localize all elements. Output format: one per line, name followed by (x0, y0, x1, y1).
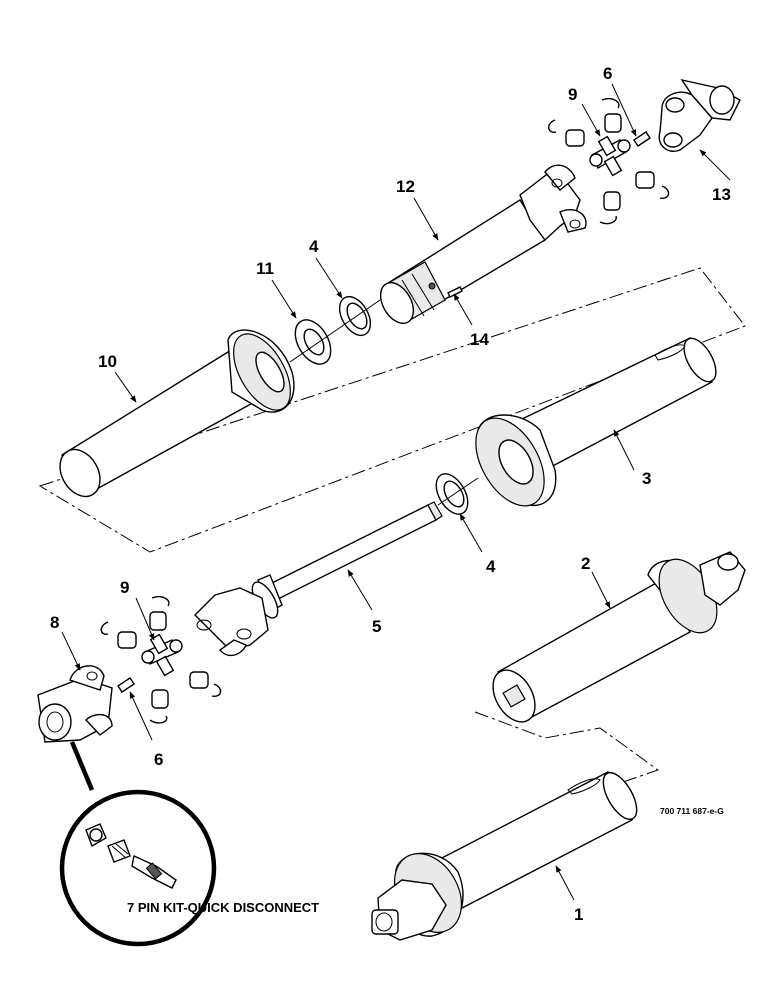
part-9-cross-upper (589, 135, 631, 177)
part-5-inner-shaft-yoke (194, 501, 443, 657)
callout-9-upper: 9 (568, 85, 577, 104)
callout-4-upper: 4 (309, 237, 319, 256)
callout-6-upper: 6 (603, 64, 612, 83)
callout-1: 1 (574, 905, 583, 924)
part-12-inner-shaft-yoke (379, 164, 587, 324)
callout-3: 3 (642, 469, 651, 488)
part-8-yoke (37, 665, 113, 743)
assembly-plane-upper (38, 267, 746, 553)
bearing-caps-upper (565, 113, 655, 211)
part-13-yoke (658, 78, 741, 152)
figure-number: 700 711 687-e-G (660, 806, 724, 816)
part-10-outer-guard-tube (59, 329, 295, 498)
part-9-cross-lower (141, 633, 183, 677)
axis-line-lower (437, 477, 479, 506)
part-2-outer-guard (492, 551, 746, 723)
callout-13: 13 (712, 185, 731, 204)
callout-6-lower: 6 (154, 750, 163, 769)
part-7-pin-kit-detail (59, 741, 217, 947)
axis-line-upper (289, 299, 381, 363)
bearing-caps-lower (117, 611, 209, 709)
pin-kit-label: 7 PIN KIT-QUICK DISCONNECT (127, 900, 319, 915)
snap-rings-lower (100, 596, 222, 724)
callout-11: 11 (256, 259, 274, 278)
part-4-snap-ring-upper (338, 295, 372, 337)
part-6-grease-fitting-lower (117, 677, 135, 693)
snap-rings-upper (548, 98, 670, 225)
callout-5: 5 (372, 617, 381, 636)
callout-12: 12 (396, 177, 415, 196)
callout-8: 8 (50, 613, 59, 632)
leader-lines (61, 83, 731, 901)
part-14-pin (447, 286, 463, 298)
part-3-outer-guard-cone (475, 337, 717, 507)
part-6-grease-fitting-upper (633, 131, 651, 147)
part-11-washer (294, 319, 332, 365)
part-1-outer-guard (371, 771, 638, 941)
callout-9-lower: 9 (120, 578, 129, 597)
assembly-plane-lower (474, 711, 660, 791)
callout-4-lower: 4 (486, 557, 496, 576)
callout-10: 10 (98, 352, 117, 371)
callout-14: 14 (470, 330, 489, 349)
callout-2: 2 (581, 554, 590, 573)
